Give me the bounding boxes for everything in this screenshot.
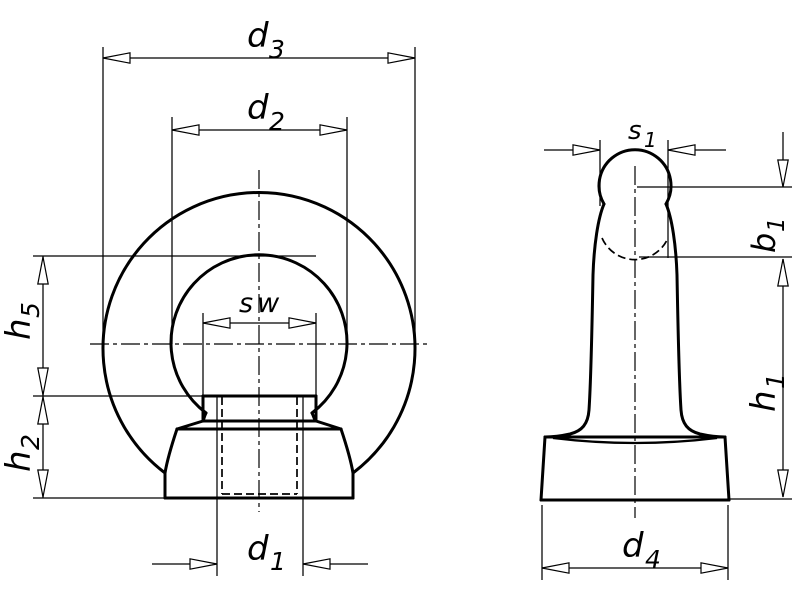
eye-top-arc [597, 148, 673, 206]
dimension-label-h2-subscript: 2 [16, 434, 45, 450]
side-dimension-lines [541, 132, 792, 580]
dimension-label-d4-subscript: 4 [645, 545, 661, 574]
dimension-label-h1-group: h 1 [744, 373, 790, 412]
ring-inner-arc [169, 253, 349, 415]
dimension-label-h5: h [0, 318, 39, 340]
collar-side-edges [201, 394, 318, 423]
dimension-label-d3: d [247, 16, 269, 56]
dimension-label-d3-subscript: 3 [269, 35, 285, 64]
dimension-label-b1: b [745, 233, 783, 253]
dimension-label-d4: d [622, 526, 644, 566]
side-base-seat-curve [552, 436, 718, 445]
dimension-label-h5-group: h 5 [0, 302, 45, 340]
base-flank-right [339, 427, 355, 500]
dimension-label-d2: d [247, 88, 269, 128]
dimension-label-d1: d [247, 529, 269, 569]
front-hidden-thread [221, 397, 298, 495]
side-view: s 1 b 1 h 1 d 4 [539, 116, 792, 580]
dimension-label-d1-subscript: 1 [270, 547, 286, 576]
dimension-label-b1-subscript: 1 [764, 217, 790, 232]
front-labels: d 3 d 2 sw h 5 h 2 d 1 [0, 16, 286, 576]
dimension-label-sw: sw [239, 288, 283, 319]
dimension-label-h5-subscript: 5 [16, 302, 45, 318]
dimension-label-h1-subscript: 1 [761, 373, 790, 389]
side-outline [539, 148, 731, 502]
ring-outer-arc [101, 191, 417, 475]
dimension-label-d2-subscript: 2 [269, 107, 285, 136]
base-flank-left [163, 427, 179, 500]
side-labels: s 1 b 1 h 1 d 4 [622, 116, 790, 574]
front-outline [101, 191, 417, 500]
shank-right-edge [664, 202, 727, 439]
front-view: d 3 d 2 sw h 5 h 2 d 1 [0, 16, 430, 576]
side-base-side-edges [539, 435, 731, 502]
dimension-label-h2-group: h 2 [0, 434, 45, 472]
dimension-label-h2: h [0, 450, 39, 472]
shank-left-edge [543, 202, 606, 439]
dimension-label-b1-group: b 1 [745, 217, 790, 253]
dimension-label-s1: s [628, 116, 642, 146]
eye-section-hidden-arc [601, 237, 669, 261]
dimension-label-s1-subscript: 1 [644, 128, 657, 152]
dimension-label-h1: h [744, 390, 784, 412]
